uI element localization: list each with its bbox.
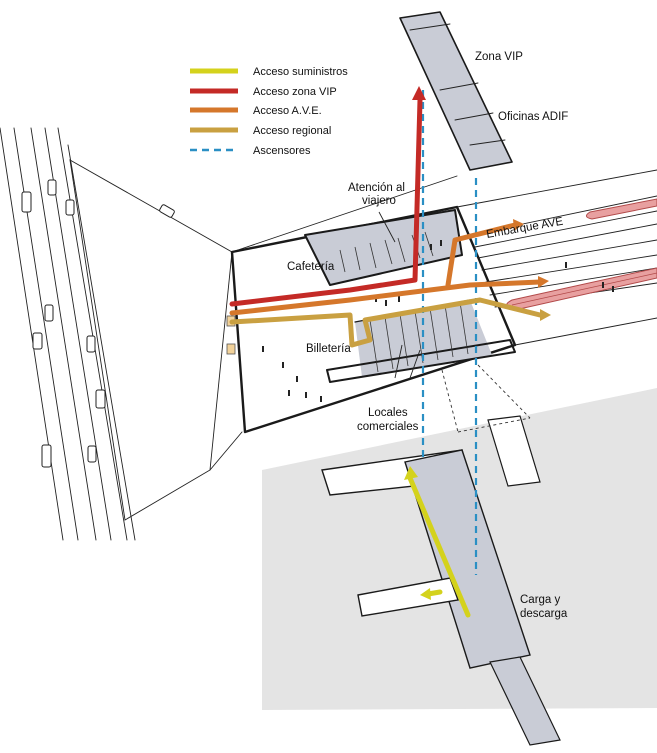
legend-label-vip: Acceso zona VIP xyxy=(253,86,337,98)
ascensores-lines xyxy=(421,90,478,575)
legend-label-ascensores: Ascensores xyxy=(253,145,311,157)
label-billeteria: Billetería xyxy=(306,343,351,355)
legend: Acceso suministros Acceso zona VIP Acces… xyxy=(190,66,348,157)
legend-label-ave: Acceso A.V.E. xyxy=(253,105,322,117)
trains xyxy=(506,198,657,311)
legend-label-suministros: Acceso suministros xyxy=(253,66,348,78)
label-cafeteria: Cafetería xyxy=(287,261,335,273)
route-regional xyxy=(229,297,551,348)
label-carga-1: Carga y xyxy=(520,594,561,606)
leader-lines xyxy=(378,211,421,379)
structure-dashes xyxy=(441,364,531,433)
legend-label-regional: Acceso regional xyxy=(253,125,331,137)
route-ave xyxy=(229,219,549,316)
cars xyxy=(21,179,175,468)
label-atencion-1: Atención al xyxy=(348,182,405,194)
label-oficinas-adif: Oficinas ADIF xyxy=(498,111,568,123)
route-vip xyxy=(229,86,426,307)
label-carga-2: descarga xyxy=(520,608,568,620)
label-zona-vip: Zona VIP xyxy=(475,51,523,63)
lower-level-building xyxy=(321,415,561,746)
vip-tower xyxy=(399,11,513,171)
locales-block xyxy=(326,299,516,383)
street-roadway xyxy=(0,127,136,541)
label-atencion-2: viajero xyxy=(362,195,396,207)
label-locales-2: comerciales xyxy=(357,421,419,433)
route-suministros xyxy=(404,466,471,618)
label-locales-1: Locales xyxy=(368,407,408,419)
